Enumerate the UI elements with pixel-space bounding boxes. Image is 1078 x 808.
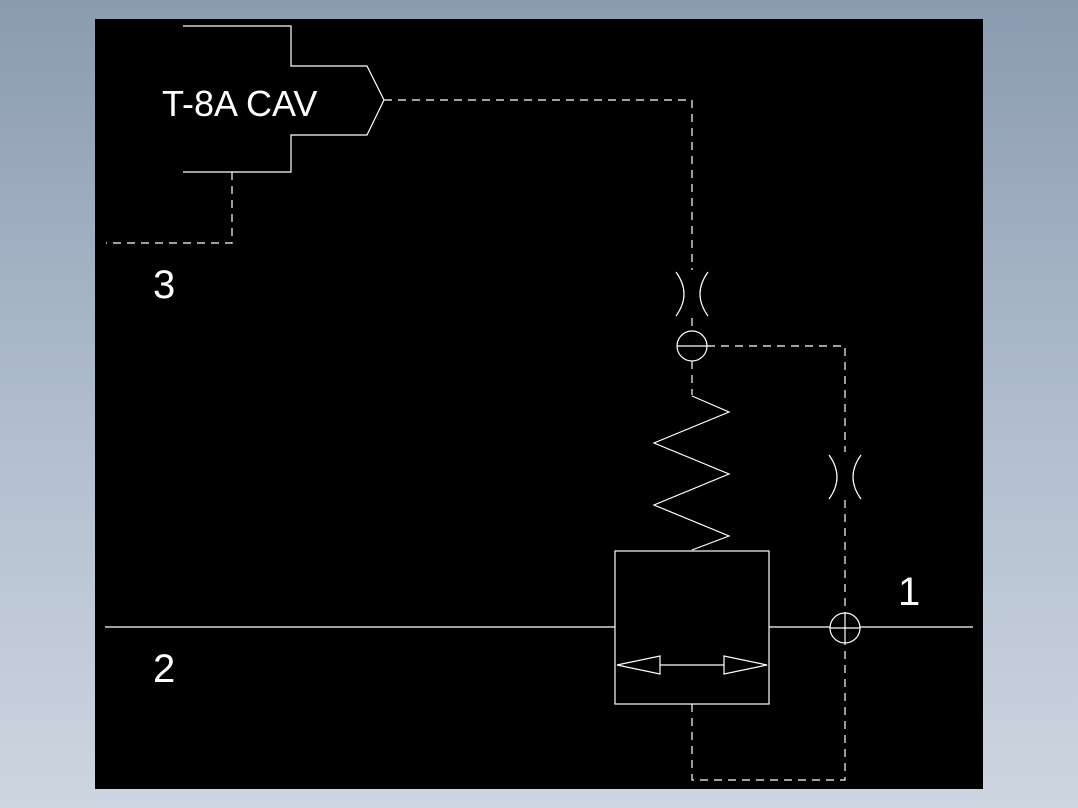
- flow-arrow-bidirectional: [616, 655, 768, 675]
- port-1-label: 1: [898, 570, 920, 614]
- port-3-label: 3: [153, 263, 175, 307]
- port-3-drain-line: [106, 172, 233, 244]
- orifice-right: [828, 454, 862, 500]
- junction-upper: [676, 330, 708, 362]
- junction-port-1: [829, 612, 861, 644]
- orifice-upper: [675, 271, 709, 317]
- lower-drain-line: [691, 643, 846, 781]
- pilot-line-top: [384, 99, 693, 270]
- valve-body: [614, 550, 770, 705]
- drawing-area[interactable]: [95, 19, 983, 789]
- spring: [652, 395, 731, 551]
- cavity-label: T-8A CAV: [162, 83, 317, 124]
- port-2-label: 2: [153, 647, 175, 691]
- pilot-line-right: [707, 345, 846, 452]
